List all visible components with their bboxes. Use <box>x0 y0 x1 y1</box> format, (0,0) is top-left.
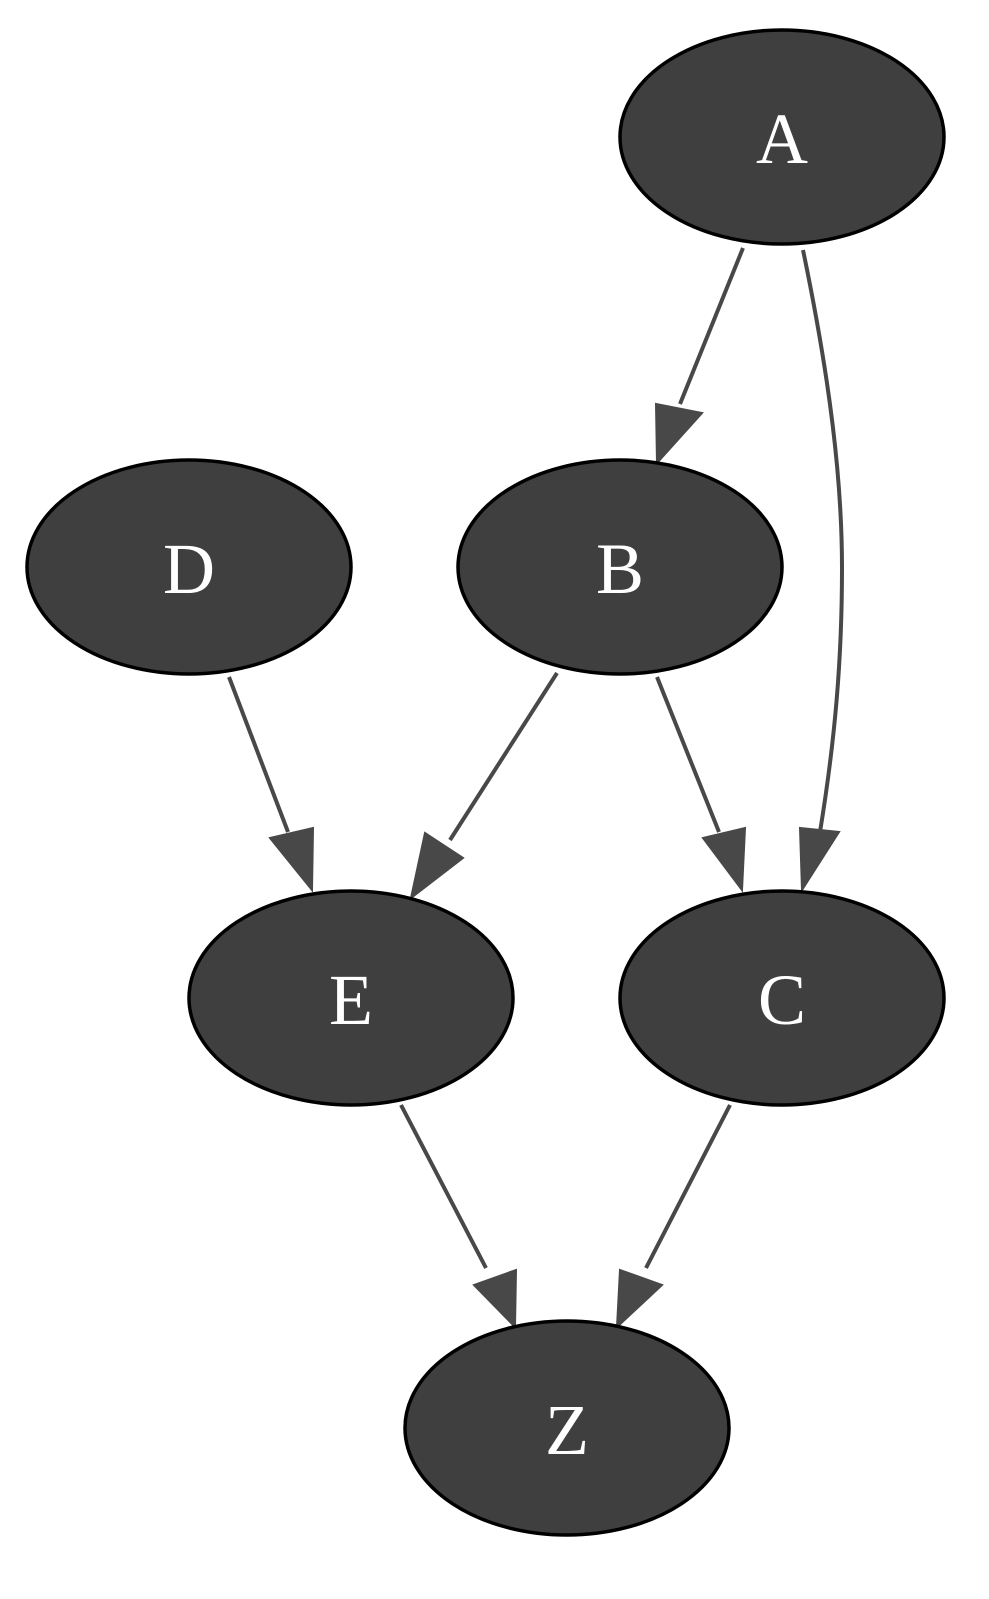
node-b: B <box>456 458 784 676</box>
edge-line <box>644 1104 732 1269</box>
node-ellipse <box>187 889 515 1107</box>
arrowhead <box>654 402 704 466</box>
edge-line <box>399 1104 488 1269</box>
node-label: C <box>758 960 806 1040</box>
edge-line <box>678 247 745 405</box>
node-label: E <box>329 960 373 1040</box>
node-ellipse <box>618 28 946 246</box>
node-label: D <box>163 529 215 609</box>
edge-a-b <box>654 247 745 466</box>
arrowhead <box>615 1268 664 1330</box>
node-c: C <box>618 889 946 1107</box>
node-a: A <box>618 28 946 246</box>
edge-a-c <box>798 249 845 894</box>
edge-line <box>227 676 290 833</box>
node-label: A <box>756 99 808 179</box>
arrowhead <box>409 831 465 901</box>
node-label: Z <box>545 1390 589 1470</box>
arrowhead <box>701 826 747 893</box>
arrowhead <box>472 1268 518 1330</box>
node-z: Z <box>403 1319 731 1537</box>
node-e: E <box>187 889 515 1107</box>
node-ellipse <box>456 458 784 676</box>
edge-b-c <box>655 676 747 893</box>
arrowhead <box>798 826 841 894</box>
edge-line <box>448 671 559 842</box>
node-d: D <box>25 458 353 676</box>
edge-line <box>655 676 721 833</box>
edge-e-z <box>399 1104 518 1330</box>
node-ellipse <box>403 1319 731 1537</box>
edge-c-z <box>615 1104 732 1330</box>
nodes-layer: A B C D E Z <box>25 28 946 1537</box>
node-label: B <box>596 529 644 609</box>
arrowhead <box>268 826 315 893</box>
edges-layer <box>227 247 845 1330</box>
node-ellipse <box>25 458 353 676</box>
edge-line <box>801 249 845 833</box>
edge-d-e <box>227 676 315 893</box>
node-ellipse <box>618 889 946 1107</box>
edge-b-e <box>409 671 559 901</box>
